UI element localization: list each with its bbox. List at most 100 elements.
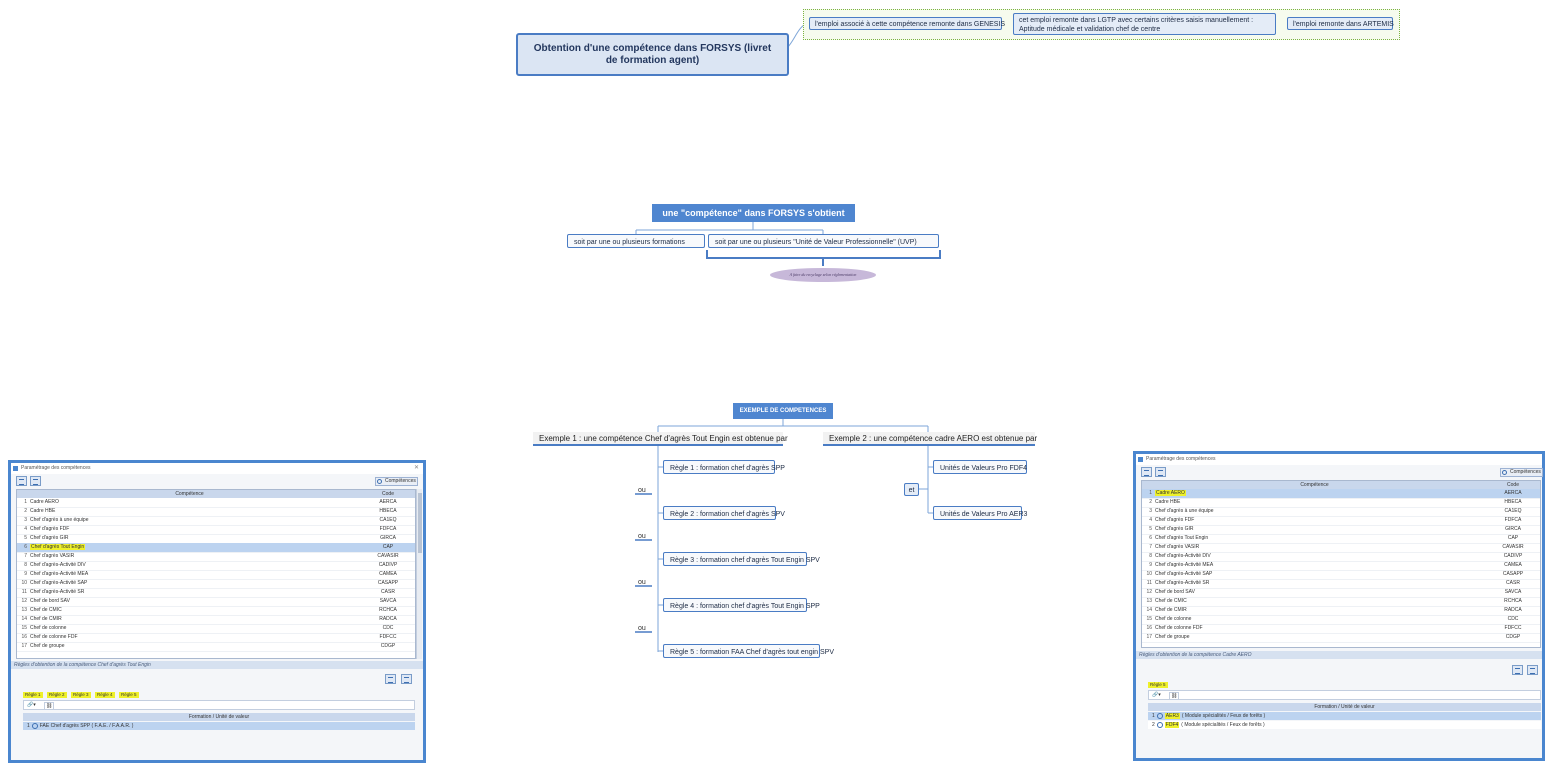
rule-2-node[interactable]: Règle 2 : formation chef d'agrès SPV xyxy=(663,506,785,520)
competences-button[interactable]: Compétences xyxy=(1500,468,1543,477)
rules-export-icon-button[interactable] xyxy=(1527,665,1538,675)
row-competence-label: Chef d'agrès-Activité MEA xyxy=(1155,562,1214,568)
rule-5-node[interactable]: Règle 5 : formation FAA Chef d'agrès tou… xyxy=(663,644,834,658)
close-icon[interactable]: ✕ xyxy=(413,465,419,471)
row-code: AERCA xyxy=(379,499,397,505)
chain-node-lgtp[interactable]: cet emploi remonte dans LGTP avec certai… xyxy=(1013,13,1276,35)
row-code: CAP xyxy=(1507,535,1519,541)
chain-node-artemis[interactable]: l'emploi remonte dans ARTEMIS xyxy=(1287,17,1394,30)
col-competence-header[interactable]: Compétence xyxy=(1300,482,1329,488)
uv-aer3-node[interactable]: Unités de Valeurs Pro AER3 xyxy=(933,506,1027,520)
list-icon-button[interactable] xyxy=(1141,467,1152,477)
unlink-icon[interactable]: ⛓ xyxy=(44,702,55,710)
row-competence-label: Chef de colonne FDF xyxy=(30,634,78,640)
tab-rule-4[interactable]: Règle 4 xyxy=(95,692,115,698)
col-code-header[interactable]: Code xyxy=(1507,482,1519,488)
examples-title-node[interactable]: EXEMPLE DE COMPETENCES xyxy=(733,403,833,419)
col-code-header[interactable]: Code xyxy=(382,491,394,497)
export-icon-button[interactable] xyxy=(30,476,41,486)
rules-export-icon-button[interactable] xyxy=(401,674,412,684)
row-competence: Chef d'agrès-Activité SR xyxy=(30,588,84,597)
tab-rule-3[interactable]: Règle 3 xyxy=(71,692,91,698)
row-competence: Chef de colonne FDF xyxy=(30,633,78,642)
rule-4-node[interactable]: Règle 4 : formation chef d'agrès Tout En… xyxy=(663,598,820,612)
tab-rule-5[interactable]: Règle 5 xyxy=(119,692,139,698)
row-competence-label: Chef d'agrès-Activité DIV xyxy=(30,562,86,568)
rule-2-label: Règle 2 : formation chef d'agrès SPV xyxy=(670,511,785,518)
example1-node[interactable]: Exemple 1 : une compétence Chef d'agrès … xyxy=(533,432,788,446)
app-icon xyxy=(1138,457,1143,462)
rules-list-icon-button[interactable] xyxy=(385,674,396,684)
export-icon-button[interactable] xyxy=(1155,467,1166,477)
rule-3-node[interactable]: Règle 3 : formation chef d'agrès Tout En… xyxy=(663,552,820,566)
example2-node[interactable]: Exemple 2 : une compétence cadre AERO es… xyxy=(823,432,1037,446)
tab-rule-1[interactable]: Règle 5 xyxy=(1148,682,1168,688)
link-icon[interactable]: 🔗▾ xyxy=(1152,692,1161,698)
uv-fdf4-node[interactable]: Unités de Valeurs Pro FDF4 xyxy=(933,460,1027,474)
chain-node-genesis[interactable]: l'emploi associé à cette compétence remo… xyxy=(809,17,1005,30)
link-icon[interactable]: 🔗▾ xyxy=(27,702,36,708)
rules-list-icon-button[interactable] xyxy=(1512,665,1523,675)
tab-rule-2[interactable]: Règle 2 xyxy=(47,692,67,698)
tab-rule-1[interactable]: Règle 1 xyxy=(23,692,43,698)
left-grid-scrollbar[interactable] xyxy=(416,489,422,659)
unlink-icon[interactable]: ⛓ xyxy=(1169,692,1180,700)
row-number: 3 xyxy=(1149,508,1152,514)
competence-title-node[interactable]: une "compétence" dans FORSYS s'obtient xyxy=(652,204,855,222)
formation-icon xyxy=(1156,712,1163,719)
competences-button[interactable]: Compétences xyxy=(375,477,418,486)
option-uvp[interactable]: soit par une ou plusieurs "Unité de Vale… xyxy=(708,234,939,248)
row-competence: Chef de colonne xyxy=(1155,615,1191,624)
et-connector[interactable]: et xyxy=(904,483,919,496)
col-competence-header[interactable]: Compétence xyxy=(175,491,204,497)
row-competence-label: Chef d'agrès-Activité SAP xyxy=(30,580,88,586)
list-icon-button[interactable] xyxy=(16,476,27,486)
option-formations[interactable]: soit par une ou plusieurs formations xyxy=(567,234,705,248)
row-number: 14 xyxy=(1146,607,1152,613)
rule-1-node[interactable]: Règle 1 : formation chef d'agrès SPP xyxy=(663,460,785,474)
row-number: 8 xyxy=(24,562,27,568)
left-dialog: Paramétrage des compétences ✕ Compétence… xyxy=(8,460,426,763)
row-competence-label: Chef de groupe xyxy=(30,643,65,649)
row-number: 8 xyxy=(1149,553,1152,559)
root-node[interactable]: Obtention d'une compétence dans FORSYS (… xyxy=(516,33,789,76)
recyclage-note[interactable]: A faire du recyclage selon réglementatio… xyxy=(770,268,876,282)
